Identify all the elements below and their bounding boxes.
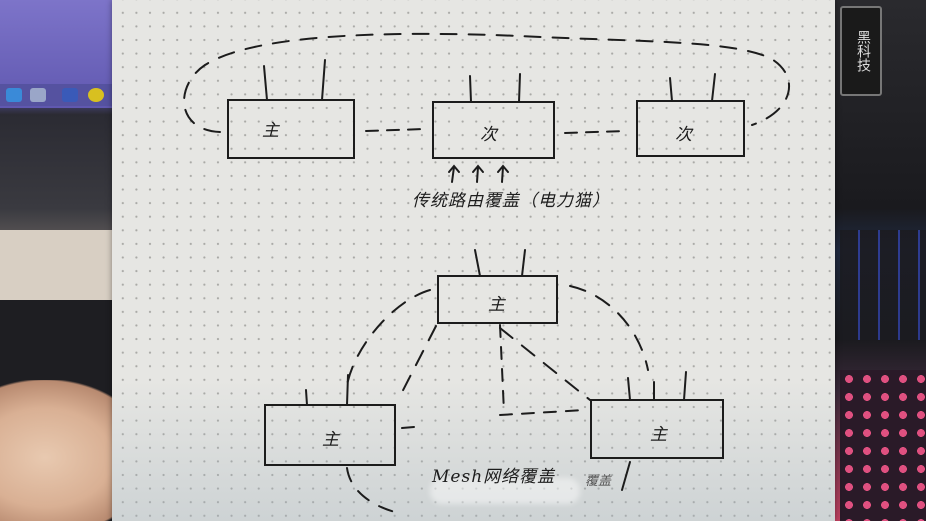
erased-smudge [430,478,580,504]
bottom-node-right-box [590,399,724,459]
top-node-secondary-1-label: 次 [480,125,497,145]
top-node-main-box [227,99,355,159]
background-sign: 黑科技 [840,6,882,96]
bottom-node-left-box [264,404,396,466]
bottom-caption-smudged: 覆盖 [585,474,612,489]
top-caption: 传统路由覆盖（电力猫） [412,191,610,211]
top-node-secondary-2-box [636,100,745,157]
folder-icon [30,88,46,102]
top-node-secondary-2-label: 次 [675,125,692,145]
background-keyboard [840,230,926,340]
top-node-secondary-1-box [432,101,555,159]
background-taskbar [0,84,112,106]
top-node-main-label: 主 [262,121,279,141]
app-icon [62,88,78,102]
bottom-node-top-label: 主 [488,295,505,315]
bottom-node-left-label: 主 [322,430,339,450]
background-pink-mat [840,370,926,521]
background-desk-surface [0,230,115,300]
bottom-node-right-label: 主 [650,425,667,445]
bottom-caption: Mesh网络覆盖 [432,467,556,487]
ie-icon [6,88,22,102]
bottom-node-top-box [437,275,558,324]
paper-shadow [112,380,835,521]
green-app-icon [88,88,104,102]
